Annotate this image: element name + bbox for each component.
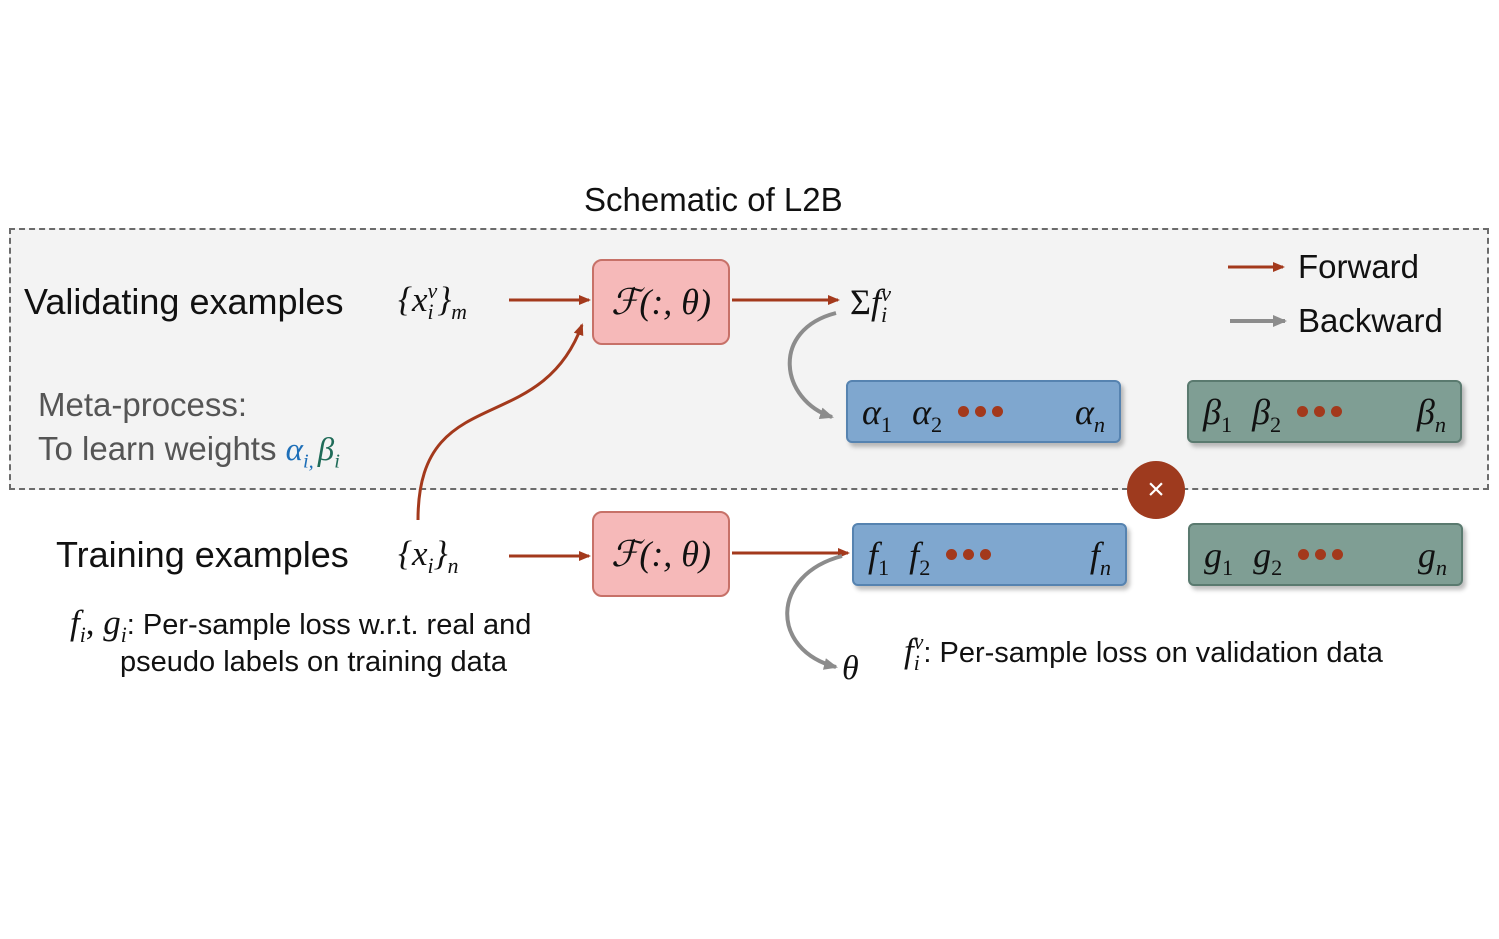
real-label-loss-vector: f1 f2 fn	[852, 523, 1127, 586]
arrow-backward-to-theta	[785, 554, 843, 670]
theta-output: θ	[842, 650, 859, 687]
training-examples-label: Training examples	[56, 534, 349, 575]
g-1: g1	[1204, 534, 1234, 580]
validation-set-symbol: {xiv}m	[398, 279, 467, 324]
model-box-training: ℱ(:, θ)	[592, 511, 730, 597]
meta-process-heading: Meta-process:	[38, 386, 248, 423]
beta-weights-vector: β1 β2 βn	[1187, 380, 1462, 443]
g-n: gn	[1417, 534, 1447, 580]
arrow-backward-to-alpha	[787, 311, 837, 419]
validating-examples-label: Validating examples	[24, 281, 344, 322]
legend-forward-label: Forward	[1298, 248, 1420, 285]
note-validation-loss: fiv: Per-sample loss on validation data	[904, 630, 1383, 675]
legend-backward-label: Backward	[1298, 302, 1443, 339]
alpha-weights-vector: α1 α2 αn	[846, 380, 1121, 443]
diagram-title: Schematic of L2B	[584, 181, 843, 218]
ellipsis-dots	[1297, 406, 1343, 417]
alpha-2: α2	[912, 391, 943, 437]
ellipsis-dots	[958, 406, 1004, 417]
meta-process-region	[9, 228, 1489, 490]
alpha-1: α1	[862, 391, 893, 437]
note-training-loss: fi, gi: Per-sample loss w.r.t. real and	[70, 603, 532, 647]
g-2: g2	[1253, 534, 1283, 580]
f-1: f1	[868, 534, 890, 580]
pseudo-label-loss-vector: g1 g2 gn	[1188, 523, 1463, 586]
multiply-icon: ×	[1127, 461, 1185, 519]
f-n: fn	[1089, 534, 1111, 580]
beta-2: β2	[1252, 391, 1282, 437]
beta-n: βn	[1416, 391, 1446, 437]
ellipsis-dots	[1298, 549, 1344, 560]
arrow-training-to-validation-model	[416, 323, 584, 521]
model-box-validation: ℱ(:, θ)	[592, 259, 730, 345]
f-2: f2	[909, 534, 931, 580]
ellipsis-dots	[946, 549, 992, 560]
meta-process-description: To learn weights αi,βi	[38, 430, 340, 473]
summed-validation-loss: Σfiv	[850, 281, 892, 328]
training-set-symbol: {xi}n	[398, 534, 459, 578]
note-training-loss-continued: pseudo labels on training data	[120, 646, 507, 678]
beta-1: β1	[1203, 391, 1233, 437]
alpha-n: αn	[1074, 391, 1105, 437]
